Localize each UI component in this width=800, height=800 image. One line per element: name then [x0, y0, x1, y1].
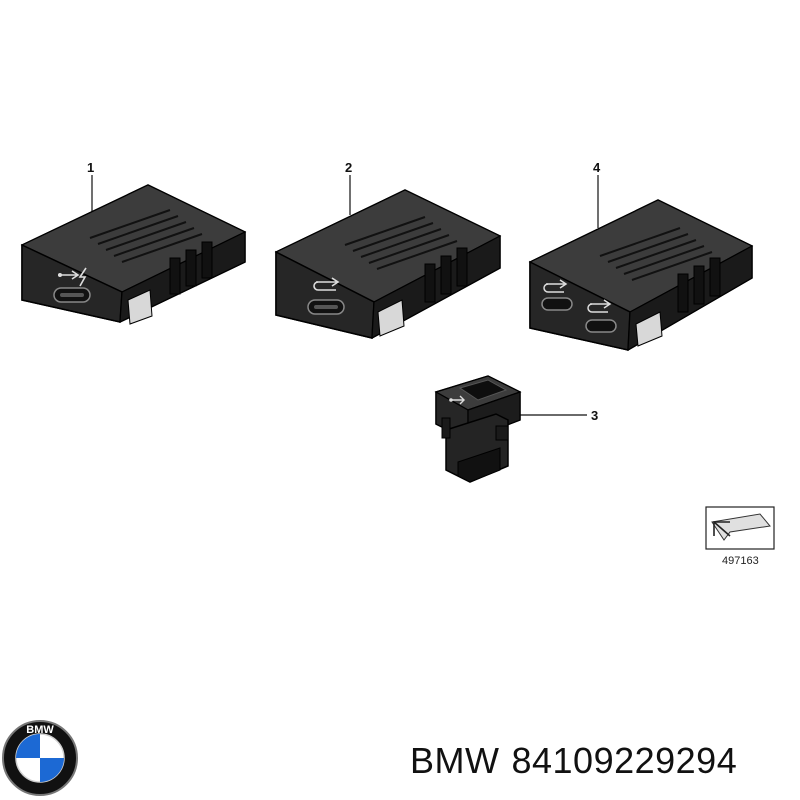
callout-label-4: 4: [593, 160, 601, 175]
usb-c-port: [53, 287, 91, 303]
part-number: 84109229294: [511, 740, 738, 781]
usb-a-socket-3: 3: [434, 375, 598, 483]
usb-c-charging-module-1: 1: [20, 160, 247, 325]
data-transfer-icon: [313, 277, 340, 291]
callout-label-1: 1: [87, 160, 94, 175]
usb-c-port: [307, 299, 345, 315]
reference-number: 497163: [722, 555, 759, 567]
data-transfer-icon: [587, 299, 612, 313]
reference-symbol: 497163: [705, 506, 775, 567]
usb-c-port: [541, 297, 573, 311]
usb-charge-icon: [58, 267, 87, 287]
usb-icon: [449, 395, 465, 405]
part-caption: BMW 84109229294: [410, 740, 749, 782]
callout-label-2: 2: [345, 160, 352, 175]
dual-usb-c-module-4: 4: [528, 160, 754, 352]
callout-label-3: 3: [591, 408, 598, 423]
brand-name: BMW: [410, 740, 500, 781]
bmw-logo: BMW: [2, 720, 78, 796]
bmw-logo-text: BMW: [26, 724, 54, 736]
usb-c-port: [585, 319, 617, 333]
data-transfer-icon: [543, 279, 568, 293]
usb-c-data-module-2: 2: [274, 160, 502, 340]
